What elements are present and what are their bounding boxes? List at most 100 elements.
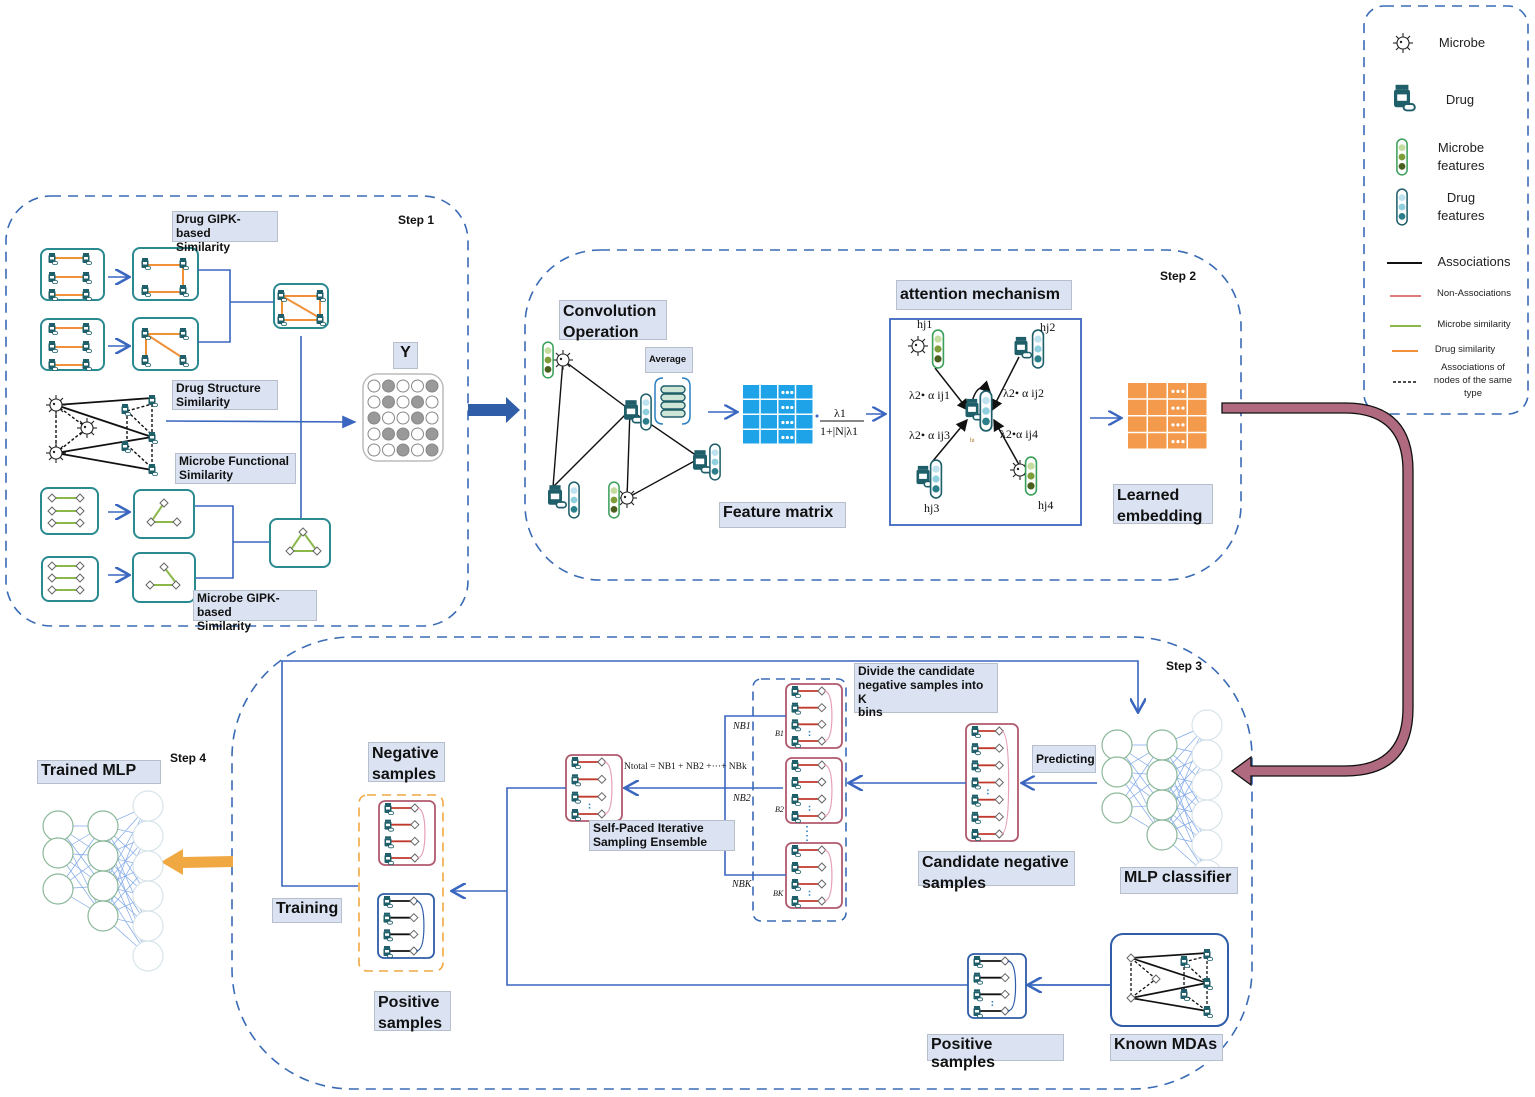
legend-same-type-label: Associations of nodes of the same type bbox=[1433, 362, 1513, 399]
dot-multiply bbox=[815, 414, 819, 418]
known-mdas-label: Known MDAs bbox=[1110, 1034, 1223, 1061]
grid-cell bbox=[743, 385, 760, 399]
y-matrix-cell bbox=[367, 427, 381, 441]
mlp-neuron bbox=[1101, 729, 1133, 761]
grid-cell bbox=[743, 400, 760, 414]
ellipsis-dot bbox=[790, 435, 794, 440]
y-matrix-cell bbox=[425, 443, 439, 457]
legend-associations-label: Associations bbox=[1437, 254, 1511, 269]
ellipsis-dot bbox=[781, 420, 785, 425]
grid-cell bbox=[796, 400, 813, 414]
ellipsis-dot bbox=[790, 420, 794, 425]
step1-label: Step 1 bbox=[398, 213, 435, 227]
grid-cell bbox=[1128, 433, 1147, 449]
grid-cell bbox=[1128, 416, 1147, 432]
known-mdas-graph bbox=[1126, 948, 1213, 1018]
drug-structure-label: Drug Structure Similarity bbox=[172, 380, 278, 410]
grid-cell bbox=[743, 430, 760, 444]
fraction-denominator: 1+|N|λ1 bbox=[820, 424, 859, 438]
mlp-classifier-network bbox=[1101, 709, 1223, 891]
bracket bbox=[823, 690, 833, 742]
ellipsis-dot bbox=[785, 435, 789, 440]
y-matrix-cell bbox=[396, 395, 410, 409]
feature-matrix-grid bbox=[743, 385, 813, 444]
y-matrix-cell bbox=[411, 427, 424, 441]
bracket bbox=[1007, 960, 1017, 1012]
sample-panel-frame bbox=[785, 757, 843, 824]
step2-label: Step 2 bbox=[1160, 269, 1197, 283]
alpha-ij1: λ2• α ij1 bbox=[909, 388, 950, 402]
grid-cell bbox=[1148, 433, 1167, 449]
y-matrix-cell bbox=[382, 427, 395, 441]
fraction-numerator: λ1 bbox=[834, 406, 846, 420]
h-j1: hj1 bbox=[917, 317, 933, 331]
y-matrix-cell bbox=[396, 379, 410, 393]
ellipsis-dot bbox=[785, 390, 789, 395]
mlp-neuron bbox=[87, 810, 119, 842]
y-matrix-cell bbox=[382, 443, 395, 457]
divide-bins-label: Divide the candidate negative samples in… bbox=[854, 663, 998, 719]
grid-cell bbox=[1128, 399, 1147, 415]
mlp-neuron bbox=[132, 850, 164, 882]
bin1-name: B1 bbox=[775, 729, 784, 738]
mlp-neuron bbox=[1146, 759, 1178, 791]
y-matrix-cell bbox=[411, 395, 424, 409]
legend-microbe-similarity-label: Microbe similarity bbox=[1437, 319, 1511, 330]
step1-to-step2-arrow bbox=[468, 397, 520, 423]
sample-panel-frame bbox=[377, 893, 435, 959]
y-matrix-cell bbox=[425, 395, 439, 409]
alpha-ij4: λ2•α ij4 bbox=[1000, 427, 1038, 441]
ensemble-panel bbox=[565, 754, 623, 822]
mlp-neuron bbox=[42, 837, 74, 869]
trained-mlp-network bbox=[42, 790, 164, 972]
grid-cell bbox=[796, 415, 813, 429]
drug-similarity-panels bbox=[40, 247, 329, 371]
ensemble-to-training-line bbox=[506, 787, 1110, 986]
y-matrix-cell bbox=[411, 443, 424, 457]
n-total-formula: Ntotal = NB1 + NB2 +···+ NBk bbox=[624, 762, 747, 772]
feature-matrix-label: Feature matrix bbox=[719, 502, 846, 528]
learned-embedding-label: Learned embedding bbox=[1113, 484, 1213, 525]
microbe-gipk-label: Microbe GIPK-based Similarity bbox=[193, 590, 317, 632]
mlp-neuron bbox=[42, 810, 74, 842]
bins-collector-line bbox=[724, 715, 786, 876]
grid-cell bbox=[1188, 433, 1207, 449]
drug-structure-graph bbox=[45, 394, 158, 476]
bin1-count: NB1 bbox=[733, 721, 751, 732]
training-sample-panels bbox=[377, 800, 436, 959]
mlp-neuron bbox=[1191, 769, 1223, 801]
mlp-neuron bbox=[1146, 789, 1178, 821]
legend-non-associations-label: Non-Associations bbox=[1437, 288, 1511, 299]
legend-box bbox=[1363, 5, 1529, 415]
bin2-count: NB2 bbox=[733, 793, 751, 804]
mlp-neuron bbox=[132, 790, 164, 822]
attention-graph bbox=[907, 329, 1045, 499]
ellipsis-dot bbox=[790, 390, 794, 395]
ellipsis-dot bbox=[1171, 389, 1175, 393]
y-matrix-cell bbox=[367, 411, 381, 425]
y-label: Y bbox=[393, 342, 418, 369]
h-i: hi bbox=[970, 438, 975, 444]
ellipsis-dot bbox=[1181, 406, 1185, 410]
bink-name: BK bbox=[773, 889, 784, 898]
ellipsis-dot bbox=[781, 435, 785, 440]
mlp-neuron bbox=[1191, 799, 1223, 831]
drug-gipk-label: Drug GIPK-based Similarity bbox=[172, 211, 278, 253]
mlp-classifier-label: MLP classifier bbox=[1120, 867, 1238, 894]
mlp-neuron bbox=[1101, 756, 1133, 788]
bins-dashed-box bbox=[752, 678, 847, 922]
y-matrix-cell bbox=[382, 379, 395, 393]
training-feedback-line bbox=[281, 660, 1138, 887]
legend-microbe-features-label: Microbe features bbox=[1437, 140, 1485, 173]
ellipsis-dot bbox=[1176, 423, 1180, 427]
y-matrix-cell bbox=[396, 443, 410, 457]
y-matrix-cell bbox=[425, 427, 439, 441]
average-stack-icon bbox=[654, 377, 691, 425]
ellipsis-dot bbox=[1181, 389, 1185, 393]
grid-cell bbox=[1128, 383, 1147, 399]
grid-cell bbox=[1148, 416, 1167, 432]
mlp-neuron bbox=[42, 873, 74, 905]
predicting-label: Predicting bbox=[1032, 745, 1096, 773]
grid-cell bbox=[1188, 416, 1207, 432]
